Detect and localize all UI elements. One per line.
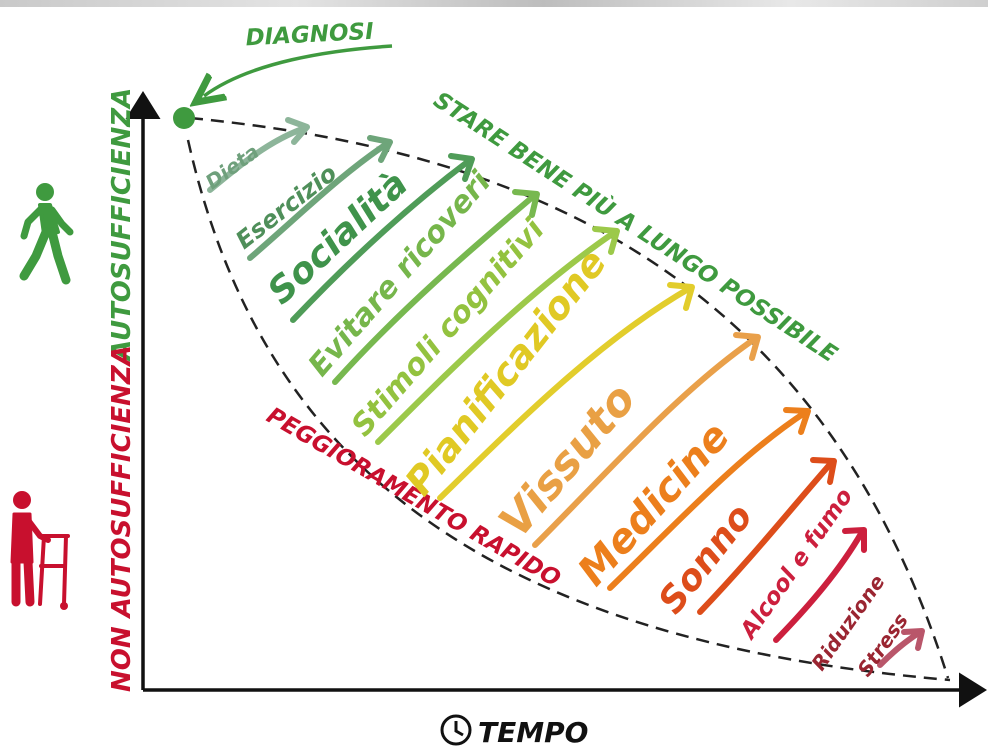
factor-arrow-evitare-ricoveri	[332, 189, 540, 385]
top-border-strip	[0, 0, 988, 7]
diagnosis-dot	[173, 107, 195, 129]
factor-arrows	[207, 117, 925, 668]
clock-icon	[440, 714, 472, 746]
factor-arrow-alcool-fumo	[773, 527, 867, 643]
y-axis-lower-label: NON AUTOSUFFICIENZA	[107, 345, 137, 692]
diagnosis-arrow	[204, 44, 393, 96]
factor-arrow-pianificazione	[437, 282, 695, 501]
factor-arrow-vissuto	[532, 332, 761, 548]
lower-trajectory-curve	[186, 139, 951, 682]
factor-arrow-sonno	[697, 457, 837, 615]
y-axis-upper-label: AUTOSUFFICIENZA	[107, 88, 137, 362]
diagnosis-label: DIAGNOSI	[245, 19, 375, 52]
factor-arrow-riduzione-stress	[877, 628, 925, 668]
factor-arrow-socialita	[290, 153, 475, 323]
factor-arrow-stimoli-cognitivi	[375, 226, 620, 445]
walking-person-icon	[19, 183, 74, 285]
factor-arrow-medicine	[607, 407, 811, 591]
factor-arrow-dieta	[207, 117, 310, 193]
factor-arrow-esercizio	[247, 135, 393, 261]
x-axis-label: TEMPO	[478, 716, 588, 749]
factor-label-dieta: Dieta	[201, 139, 264, 194]
person-with-walker-icon	[10, 491, 70, 610]
